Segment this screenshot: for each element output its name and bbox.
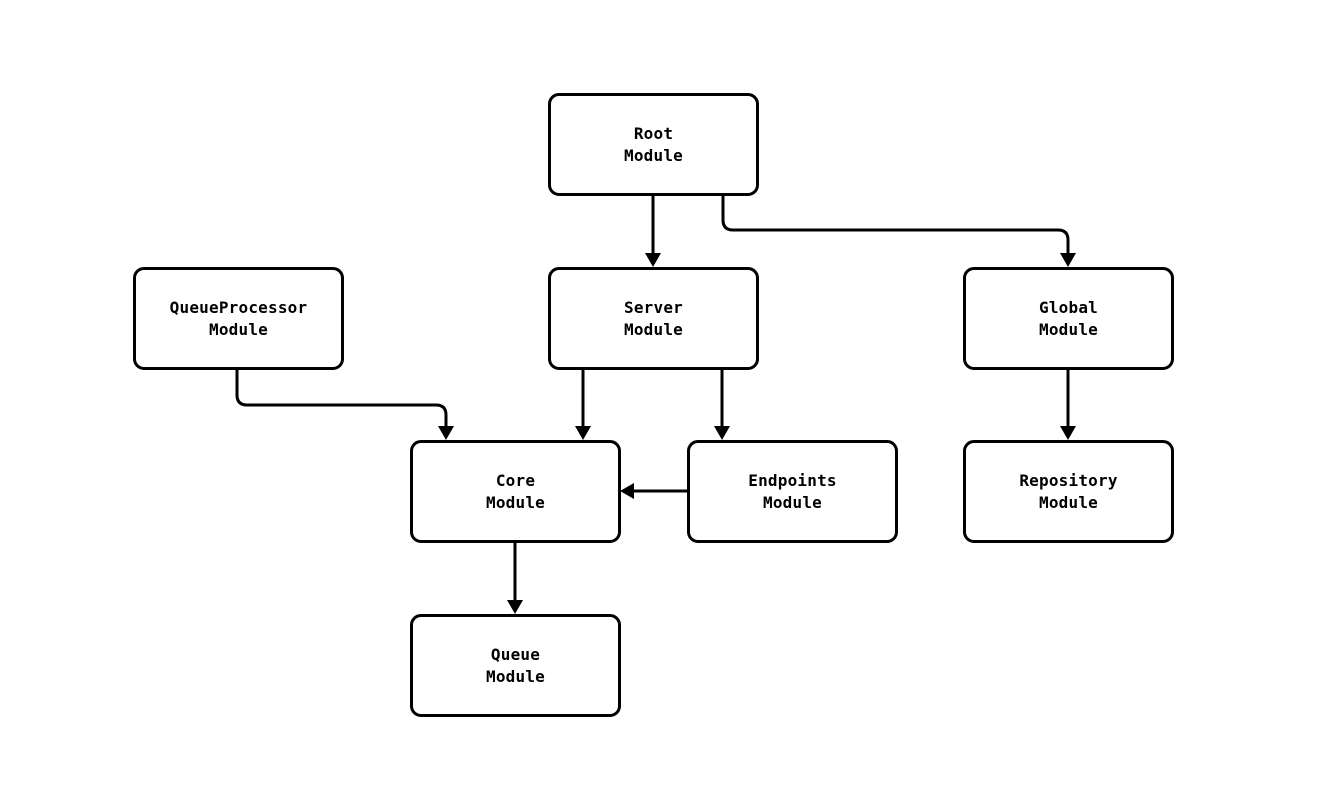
node-label-name: QueueProcessor — [169, 297, 308, 317]
node-label-name: Server — [624, 297, 683, 317]
arrowhead-queueprocessor-to-core — [438, 426, 454, 440]
node-label-name: Core — [495, 470, 536, 490]
arrowhead-root-to-server — [645, 253, 661, 267]
node-label-suffix: Module — [624, 319, 683, 339]
node-label-suffix: Module — [486, 666, 545, 686]
node-label-suffix: Module — [763, 492, 822, 512]
arrowhead-core-to-queue — [507, 600, 523, 614]
node-label-suffix: Module — [486, 492, 545, 512]
arrowhead-endpoints-to-core — [620, 483, 634, 499]
arrowhead-root-to-global — [1060, 253, 1076, 267]
edge-group — [235, 196, 1076, 614]
node-label-name: Queue — [490, 644, 541, 664]
node-label-suffix: Module — [1039, 492, 1098, 512]
edge-root-to-global — [721, 196, 1070, 255]
node-label-name: Repository — [1019, 470, 1118, 490]
arrowhead-server-to-endpoints — [714, 426, 730, 440]
node-label-name: Root — [633, 123, 674, 143]
arrowhead-global-to-repository — [1060, 426, 1076, 440]
arrowhead-server-to-core — [575, 426, 591, 440]
node-label-suffix: Module — [1039, 319, 1098, 339]
node-label-suffix: Module — [209, 319, 268, 339]
node-label-name: Endpoints — [748, 470, 837, 490]
node-label-suffix: Module — [624, 145, 683, 165]
node-label-name: Global — [1039, 297, 1098, 317]
edge-queueprocessor-to-core — [235, 370, 448, 428]
